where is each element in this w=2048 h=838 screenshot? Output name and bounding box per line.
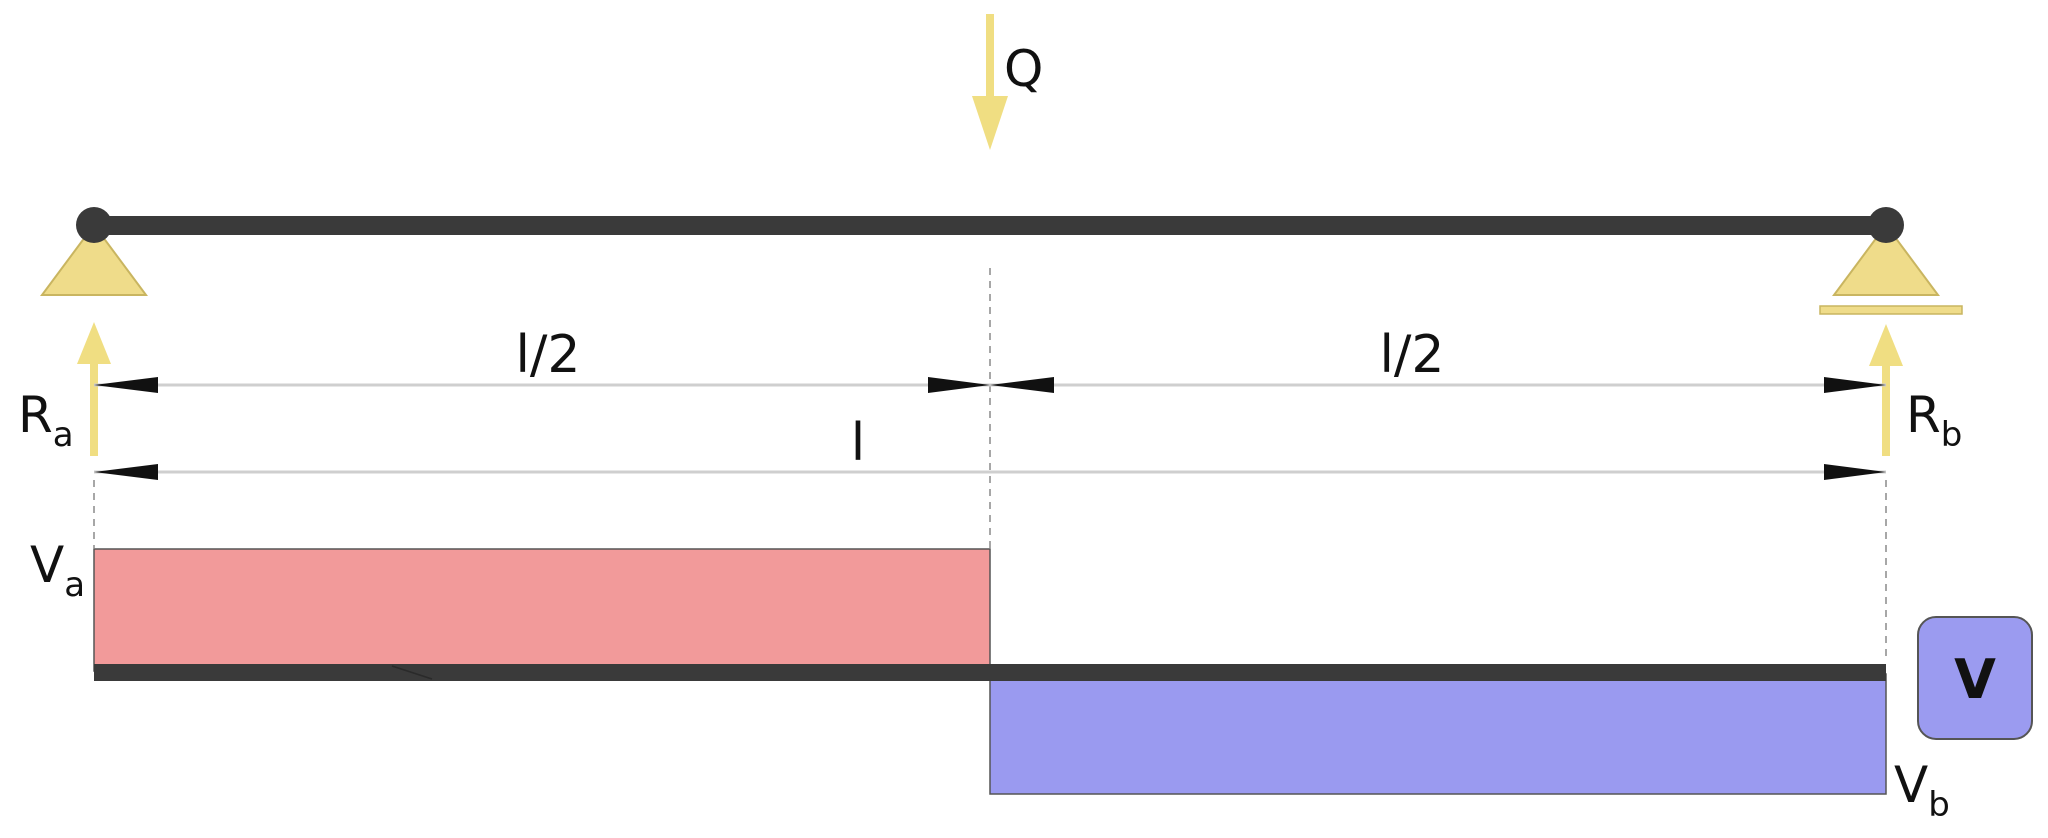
dim-half-right-label: l/2 [1379, 325, 1444, 385]
shear-b-label: Vb [1894, 756, 1950, 825]
reaction-b-arrow-shaft [1882, 362, 1890, 456]
pin-left [76, 207, 112, 243]
dim-half-left-arrow-start [94, 377, 158, 393]
reaction-a-label-main: R [18, 386, 53, 444]
shear-b-label-sub: b [1928, 785, 1950, 825]
shear-positive-region [93, 548, 991, 672]
shear-b-label-main: V [1894, 756, 1928, 814]
dim-span-label: l [851, 413, 865, 473]
dim-span-arrow-end [1824, 464, 1886, 480]
beam [94, 216, 1886, 235]
shear-a-label: Va [30, 536, 85, 605]
dim-half-right-arrow-start [990, 377, 1054, 393]
reaction-b-label: Rb [1906, 386, 1962, 455]
diagram-badge [1917, 616, 2033, 740]
dim-half-left-label: l/2 [515, 325, 580, 385]
load-arrow-shaft [986, 14, 994, 98]
reaction-a-label-sub: a [53, 415, 74, 455]
shear-a-label-sub: a [64, 565, 85, 605]
shear-negative-region [989, 673, 1887, 795]
diagram-badge-label: V [1954, 648, 1996, 711]
reaction-b-label-main: R [1906, 386, 1941, 444]
roller-base-right [1819, 305, 1963, 315]
reaction-a-label: Ra [18, 386, 74, 455]
reaction-a-arrow-head [77, 322, 111, 364]
dim-half-left-arrow-end [928, 377, 990, 393]
reaction-b-label-sub: b [1941, 415, 1963, 455]
support-right [1832, 223, 1940, 296]
shear-a-label-main: V [30, 536, 64, 594]
load-label: Q [1004, 40, 1043, 98]
load-arrow-head [972, 96, 1008, 150]
pin-right [1868, 207, 1904, 243]
reaction-a-arrow-shaft [90, 360, 98, 456]
shear-baseline [94, 664, 1886, 681]
dim-span-arrow-start [94, 464, 158, 480]
dim-half-right-arrow-end [1824, 377, 1886, 393]
reaction-b-arrow-head [1869, 324, 1903, 366]
support-left [40, 223, 148, 296]
shear-baseline-artifact [391, 665, 433, 680]
